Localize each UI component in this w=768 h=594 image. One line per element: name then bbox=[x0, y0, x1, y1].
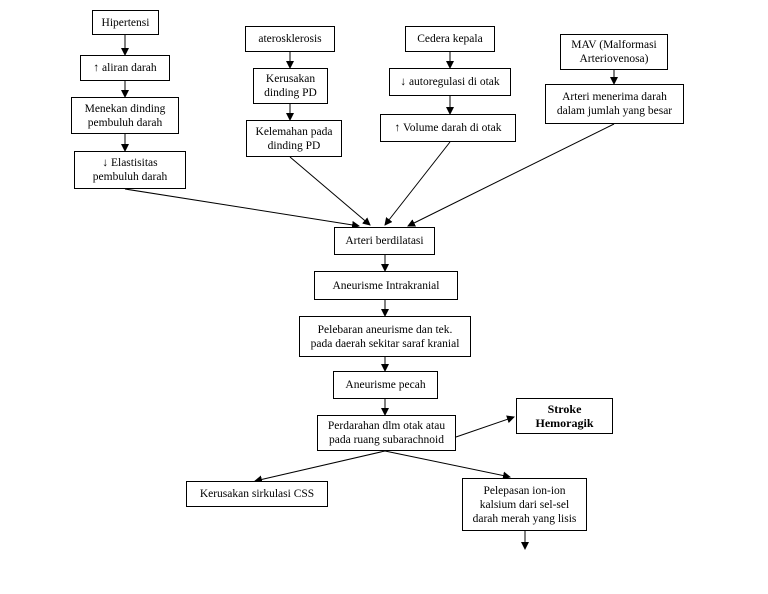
edge-elastisitas-arteri bbox=[124, 188, 360, 229]
node-aneurisme-pecah: Aneurisme pecah bbox=[333, 371, 438, 399]
node-mav: MAV (Malformasi Arteriovenosa) bbox=[560, 34, 668, 70]
node-cedera-kepala: Cedera kepala bbox=[405, 26, 495, 52]
node-aterosklerosis: aterosklerosis bbox=[245, 26, 335, 52]
edge-volume-arteri bbox=[384, 141, 451, 226]
edge-arteri-menerima-arteri bbox=[407, 123, 615, 227]
node-pelebaran: Pelebaran aneurisme dan tek. pada daerah… bbox=[299, 316, 471, 357]
node-arteri-menerima: Arteri menerima darah dalam jumlah yang … bbox=[545, 84, 684, 124]
edge-kelemahan-arteri bbox=[289, 156, 371, 226]
node-volume-darah: ↑ Volume darah di otak bbox=[380, 114, 516, 142]
node-aliran-darah: ↑ aliran darah bbox=[80, 55, 170, 81]
node-pelepasan-ion: Pelepasan ion-ion kalsium dari sel-sel d… bbox=[462, 478, 587, 531]
edge-perdarahan-pelepasan bbox=[384, 450, 511, 480]
node-stroke-hemoragik: Stroke Hemoragik bbox=[516, 398, 613, 434]
node-autoregulasi: ↓ autoregulasi di otak bbox=[389, 68, 511, 96]
node-kelemahan-dinding: Kelemahan pada dinding PD bbox=[246, 120, 342, 157]
node-menekan-dinding: Menekan dinding pembuluh darah bbox=[71, 97, 179, 134]
edge-perdarahan-css bbox=[254, 450, 386, 484]
edge-perdarahan-stroke bbox=[455, 415, 515, 438]
node-elastisitas: ↓ Elastisitas pembuluh darah bbox=[74, 151, 186, 189]
node-arteri-berdilatasi: Arteri berdilatasi bbox=[334, 227, 435, 255]
node-hipertensi: Hipertensi bbox=[92, 10, 159, 35]
node-perdarahan: Perdarahan dlm otak atau pada ruang suba… bbox=[317, 415, 456, 451]
node-kerusakan-css: Kerusakan sirkulasi CSS bbox=[186, 481, 328, 507]
node-aneurisme-intrakranial: Aneurisme Intrakranial bbox=[314, 271, 458, 300]
node-kerusakan-dinding: Kerusakan dinding PD bbox=[253, 68, 328, 104]
